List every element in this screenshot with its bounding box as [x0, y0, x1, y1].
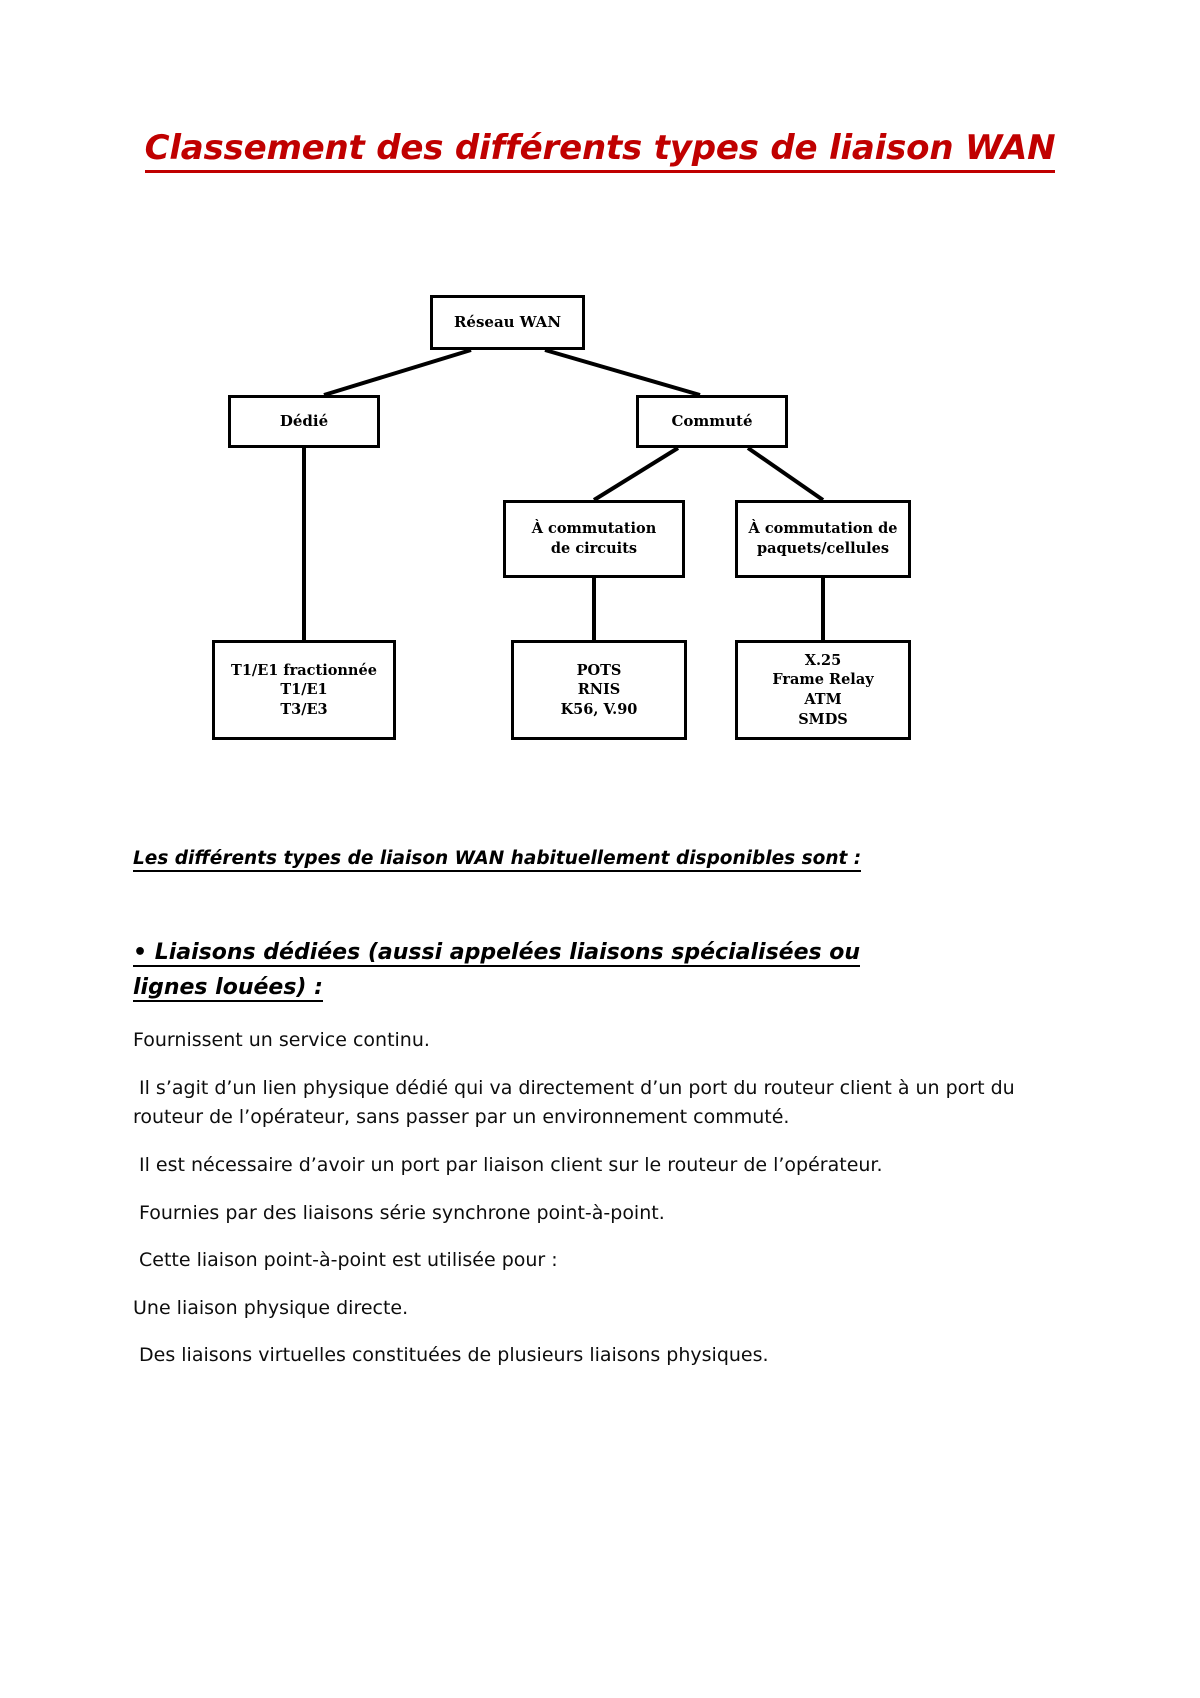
subheading: Les différents types de liaison WAN habi…: [133, 845, 1038, 873]
node-label-line1: À commutation de: [748, 520, 898, 538]
paragraph: Cette liaison point-à-point est utilisée…: [139, 1249, 558, 1272]
leaf-line4: SMDS: [798, 710, 848, 728]
diagram-node-commutation-paquets: À commutation de paquets/cellules: [735, 500, 911, 578]
node-label-line2: de circuits: [550, 540, 638, 557]
diagram-node-dedie: Dédié: [228, 395, 380, 448]
node-label: Dédié: [279, 412, 329, 431]
diagram-connectors: [302, 348, 825, 640]
paragraph: Il s’agit d’un lien physique dédié qui v…: [133, 1076, 1015, 1129]
wan-classification-diagram: Réseau WAN Dédié Commuté À commutation d…: [0, 270, 1200, 770]
document-body: Les différents types de liaison WAN habi…: [133, 845, 1038, 1389]
leaf-line1: T1/E1 fractionnée: [231, 661, 377, 679]
paragraph: Il est nécessaire d’avoir un port par li…: [139, 1153, 883, 1176]
section-heading: • Liaisons dédiées (aussi appelées liais…: [133, 935, 933, 1006]
subheading-text: Les différents types de liaison WAN habi…: [133, 848, 862, 872]
leaf-line2: RNIS: [577, 681, 621, 699]
node-label-line2: paquets/cellules: [756, 540, 890, 557]
diagram-node-commutation-circuits: À commutation de circuits: [503, 500, 685, 578]
leaf-line3: ATM: [804, 691, 842, 708]
diagram-leaf-paquets-technologies: X.25 Frame Relay ATM SMDS: [735, 640, 911, 740]
node-label: Commuté: [671, 412, 753, 431]
diagram-node-reseau-wan: Réseau WAN: [430, 295, 585, 350]
node-label: Réseau WAN: [453, 313, 562, 332]
paragraph: Fournies par des liaisons série synchron…: [139, 1201, 665, 1224]
diagram-node-commute: Commuté: [636, 395, 788, 448]
page-title: Classement des différents types de liais…: [0, 128, 1200, 173]
page-title-text: Classement des différents types de liais…: [144, 128, 1056, 173]
leaf-line2: T1/E1: [280, 681, 328, 699]
paragraph: Fournissent un service continu.: [133, 1029, 430, 1051]
leaf-line2: Frame Relay: [772, 671, 874, 689]
node-label-line1: À commutation: [531, 520, 657, 538]
leaf-line3: T3/E3: [280, 700, 328, 718]
section-heading-text: • Liaisons dédiées (aussi appelées liais…: [133, 939, 861, 1003]
paragraph: Des liaisons virtuelles constituées de p…: [139, 1344, 769, 1367]
diagram-leaf-dedie-technologies: T1/E1 fractionnée T1/E1 T3/E3: [212, 640, 396, 740]
paragraph: Une liaison physique directe.: [133, 1296, 409, 1319]
leaf-line1: X.25: [804, 651, 842, 669]
diagram-leaf-circuits-technologies: POTS RNIS K56, V.90: [511, 640, 687, 740]
leaf-line1: POTS: [576, 661, 622, 679]
leaf-line3: K56, V.90: [560, 700, 638, 718]
